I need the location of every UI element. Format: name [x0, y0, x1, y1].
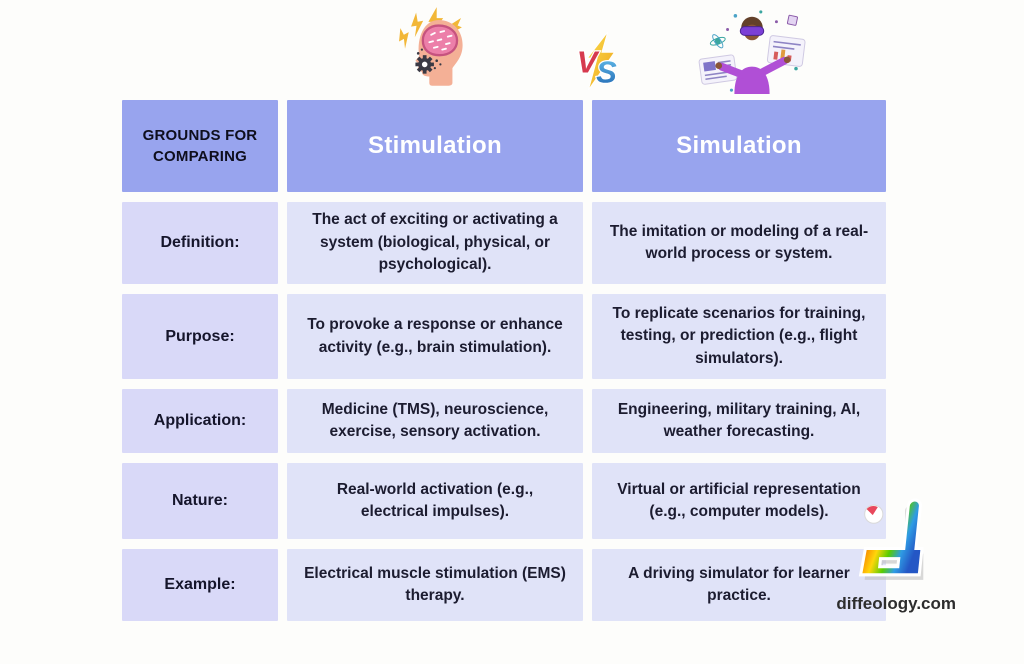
row-label-definition: Definition:	[122, 202, 278, 284]
vs-letter-s: S	[596, 54, 617, 89]
row-label-application: Application:	[122, 389, 278, 453]
atom-icon	[709, 34, 726, 49]
site-name: diffeology.com	[836, 594, 956, 613]
vs-badge-icon: V S	[576, 32, 618, 90]
gear-icon	[415, 55, 434, 74]
table-header-simulation: Simulation	[592, 100, 886, 192]
nature-stimulation-cell: Real-world activation (e.g., electrical …	[287, 463, 583, 539]
comparison-table: GROUNDS FOR COMPARING Stimulation Simula…	[122, 100, 886, 621]
cube-icon	[786, 14, 798, 26]
definition-simulation-cell: The imitation or modeling of a real-worl…	[592, 202, 886, 284]
row-label-purpose: Purpose:	[122, 294, 278, 379]
definition-stimulation-cell: The act of exciting or activating a syst…	[287, 202, 583, 284]
purpose-simulation-cell: To replicate scenarios for training, tes…	[592, 294, 886, 379]
brain-stimulation-icon	[399, 7, 463, 86]
row-label-example: Example:	[122, 549, 278, 621]
example-simulation-cell: A driving simulator for learner practice…	[592, 549, 886, 621]
header-illustrations: V S	[0, 0, 1024, 98]
example-stimulation-cell: Electrical muscle stimulation (EMS) ther…	[287, 549, 583, 621]
table-header-stimulation: Stimulation	[287, 100, 583, 192]
vs-letter-v: V	[577, 45, 600, 80]
diffeology-logo-icon	[858, 498, 924, 580]
purpose-stimulation-cell: To provoke a response or enhance activit…	[287, 294, 583, 379]
application-stimulation-cell: Medicine (TMS), neuroscience, exercise, …	[287, 389, 583, 453]
vr-person-icon	[698, 10, 806, 95]
row-label-nature: Nature:	[122, 463, 278, 539]
table-header-grounds: GROUNDS FOR COMPARING	[122, 100, 278, 192]
brand-block: diffeology.com	[836, 498, 958, 623]
nature-simulation-cell: Virtual or artificial representation (e.…	[592, 463, 886, 539]
application-simulation-cell: Engineering, military training, AI, weat…	[592, 389, 886, 453]
